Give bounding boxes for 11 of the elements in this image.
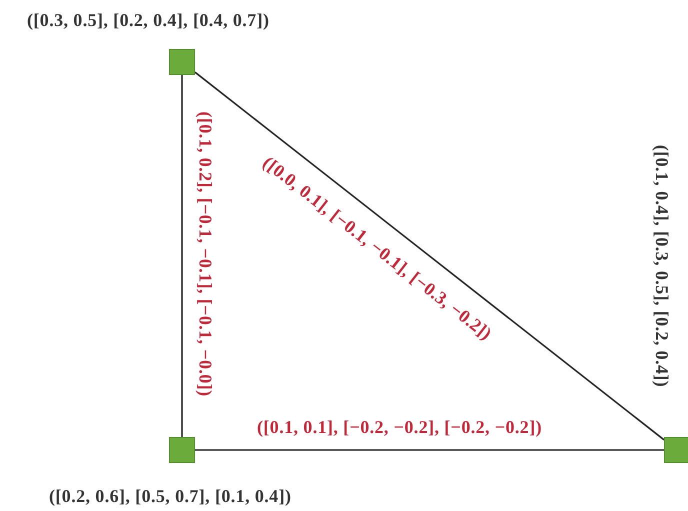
node-annotation: ([0.3, 0.5], [0.2, 0.4], [0.4, 0.7]) [27, 11, 270, 29]
square-node [169, 49, 195, 75]
edge-label: ([0.1, 0.2], [−0.1, −0.1], [−0.1, −0.0]) [196, 112, 214, 396]
annotation-text: ([0.1, 0.4], [0.3, 0.5], [0.2, 0.4]) [653, 144, 672, 388]
square-node [664, 437, 688, 463]
node-annotation: ([0.2, 0.6], [0.5, 0.7], [0.1, 0.4]) [49, 487, 292, 505]
connector-line [195, 449, 664, 451]
edge-label: ([0.1, 0.1], [−0.2, −0.2], [−0.2, −0.2]) [257, 418, 542, 436]
square-node [169, 437, 195, 463]
connector-line [181, 75, 183, 437]
connector-line [194, 72, 664, 440]
